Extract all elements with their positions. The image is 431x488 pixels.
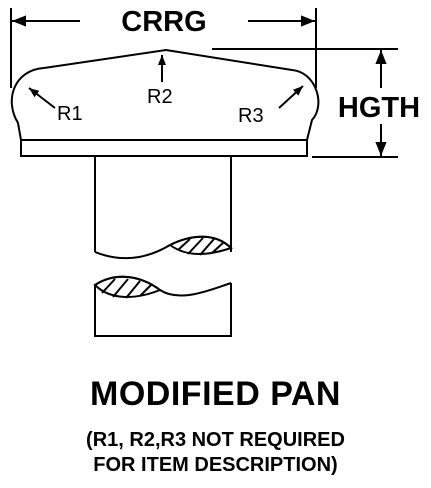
diagram-note-line-2: FOR ITEM DESCRIPTION) xyxy=(93,454,338,476)
r1-label: R1 xyxy=(57,103,83,125)
upper-break-hatch-lines xyxy=(177,237,225,256)
shank-upper-break-hatch xyxy=(168,235,233,255)
diagram-note-line-1: (R1, R2,R3 NOT REQUIRED xyxy=(86,429,345,451)
pan-head-outline xyxy=(10,48,320,141)
shank-upper-outline xyxy=(94,157,232,252)
hgth-label: HGTH xyxy=(338,92,420,124)
shank-lower-outline xyxy=(94,283,232,337)
lower-break-hatch-lines xyxy=(101,278,153,299)
crrg-label: CRRG xyxy=(121,6,206,38)
shank-lower-break-hatch xyxy=(93,275,163,298)
r2-label: R2 xyxy=(147,86,173,108)
r3-label: R3 xyxy=(238,105,264,127)
crrg-label-background xyxy=(80,4,248,38)
head-bearing-band xyxy=(20,140,308,157)
r3-leader xyxy=(278,85,304,109)
diagram-title: MODIFIED PAN xyxy=(90,375,341,413)
r1-leader xyxy=(28,87,56,109)
shank-upper-break xyxy=(94,235,232,260)
